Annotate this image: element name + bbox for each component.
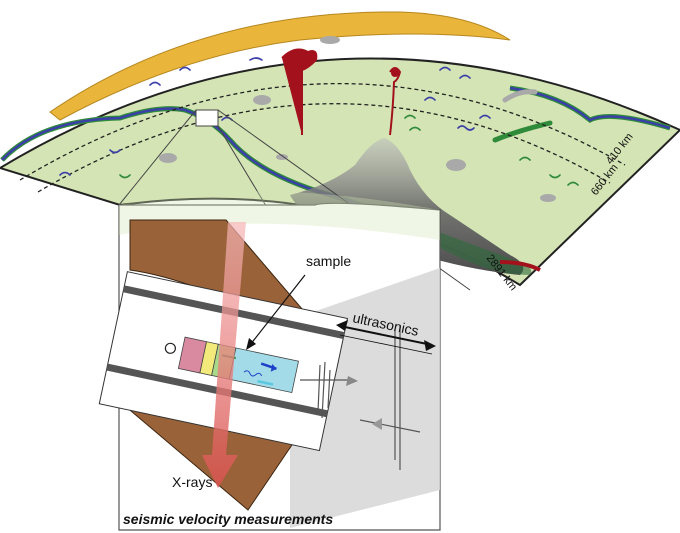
red-plume-right-head [391,69,399,77]
mantle-squiggles [59,57,579,186]
crust-layer [49,11,511,121]
figure-caption: seismic velocity measurements [123,511,333,527]
sample-label: sample [306,253,351,269]
xray-beam [202,222,246,488]
red-plume-right [389,67,402,136]
slab-right-line-blue [509,86,671,130]
deep-plume [290,138,524,275]
ultrasonics-arrow [336,320,436,355]
cmb-red-blob [499,260,541,272]
xrays-label: X-rays [172,474,212,490]
sample-pointer [246,274,306,350]
zoom-box [195,109,219,127]
transducer [300,325,421,470]
red-plume-left [281,48,318,135]
slab-segment-right [492,120,553,143]
discontinuity-410 [19,83,626,181]
mantle-section [0,57,680,287]
inset-fade [119,191,440,240]
gray-blobs [159,36,556,202]
